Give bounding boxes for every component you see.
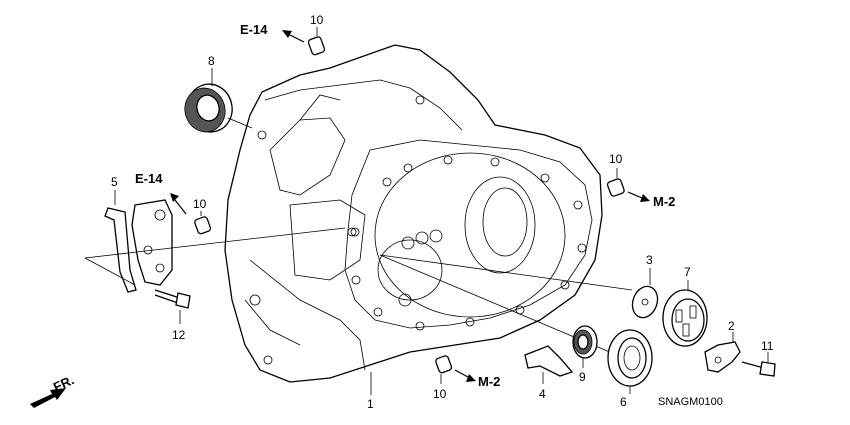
dowel-pin-10-bottom xyxy=(435,355,453,384)
washer-3 xyxy=(631,268,659,319)
arrow-m2-right xyxy=(627,191,650,202)
part-label-10-right: 10 xyxy=(609,152,623,166)
ref-label-e14-top: E-14 xyxy=(240,22,268,37)
bearing-6 xyxy=(607,329,653,394)
clip-4 xyxy=(524,345,574,384)
ref-label-m2-right: M-2 xyxy=(653,194,675,209)
bolt-12 xyxy=(154,289,191,324)
part-label-3: 3 xyxy=(646,253,653,267)
part-label-5: 5 xyxy=(111,175,118,189)
part-label-2: 2 xyxy=(728,319,735,333)
part-label-9: 9 xyxy=(579,370,586,384)
part-label-10-bottom: 10 xyxy=(433,387,447,401)
arrow-e14-top xyxy=(282,30,305,43)
part-label-1: 1 xyxy=(367,397,374,411)
dowel-pin-10-top xyxy=(307,27,326,56)
part-label-10-top: 10 xyxy=(310,13,324,27)
part-label-4: 4 xyxy=(539,387,546,401)
part-label-12: 12 xyxy=(172,328,186,342)
ref-label-m2-bottom: M-2 xyxy=(478,374,500,389)
ref-label-e14-left: E-14 xyxy=(135,171,163,186)
part-label-8: 8 xyxy=(208,54,215,68)
arrow-m2-bottom xyxy=(454,369,476,382)
clutch-housing xyxy=(224,44,603,383)
diagram-code: SNAGM0100 xyxy=(658,396,723,408)
dowel-pin-10-left xyxy=(194,211,212,235)
front-direction-arrow xyxy=(30,388,66,408)
part-label-11: 11 xyxy=(761,339,774,353)
part-label-6: 6 xyxy=(620,395,627,409)
part-label-7: 7 xyxy=(684,265,691,279)
bracket-2 xyxy=(704,332,741,373)
arrow-e14-left xyxy=(170,193,187,215)
oil-seal-8 xyxy=(184,68,253,133)
bracket-5 xyxy=(104,190,173,293)
front-direction-label: FR. xyxy=(51,372,76,394)
bearing-7 xyxy=(662,280,708,347)
part-label-10-left: 10 xyxy=(193,197,207,211)
dowel-pin-10-right xyxy=(606,168,625,197)
seal-9 xyxy=(572,325,598,368)
bolt-11 xyxy=(741,352,776,377)
